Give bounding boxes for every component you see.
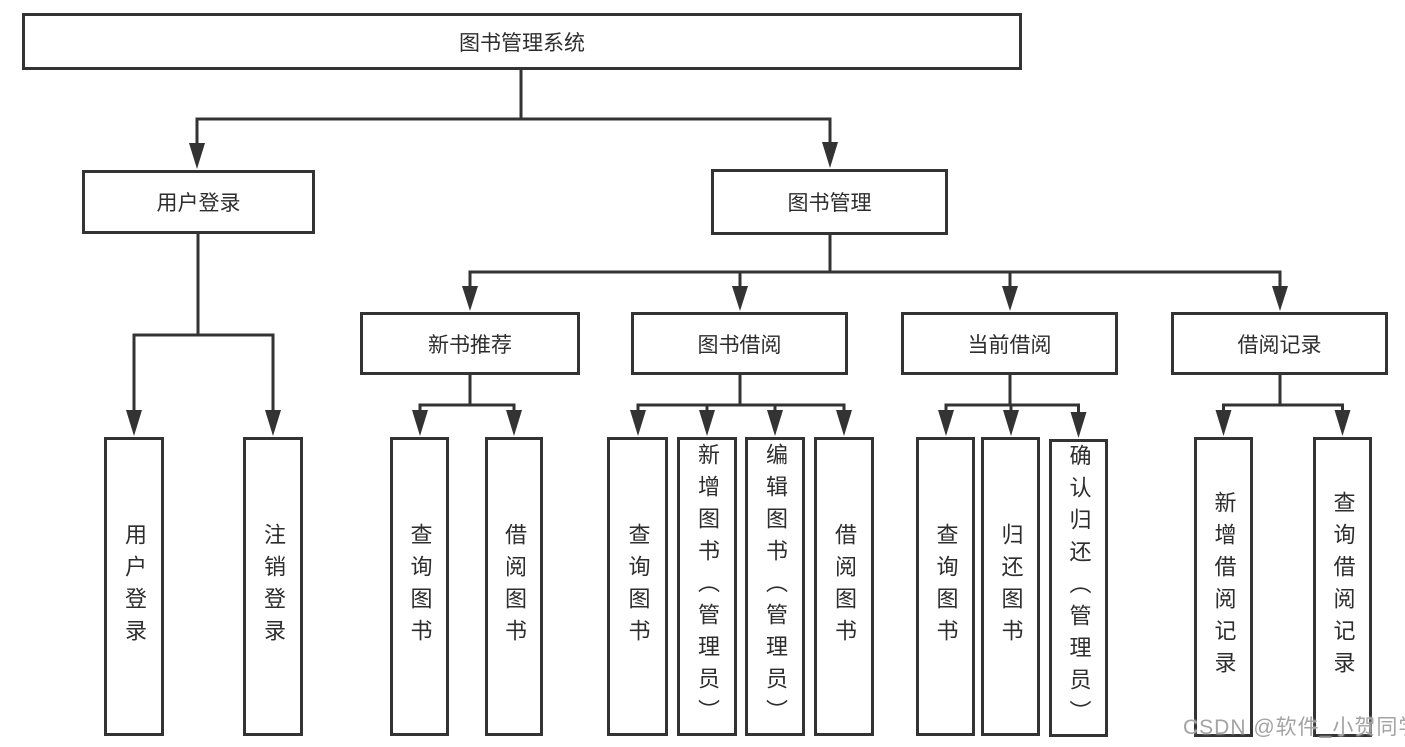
node-leaf-query-borrow-record: 查询借阅记录 <box>1313 437 1372 737</box>
node-leaf-edit-books-admin: 编辑图书（管理员） <box>745 437 805 736</box>
edge-mgmt-to-level3 <box>462 235 1288 311</box>
node-leaf-return-books: 归还图书 <box>981 437 1040 736</box>
csdn-watermark: CSDN @软件_小贺同学 <box>1183 716 1405 739</box>
node-leaf-user-login: 用户登录 <box>104 437 164 736</box>
node-leaf-logout: 注销登录 <box>243 437 303 736</box>
node-leaf-borrow-books: 借阅图书 <box>814 437 874 736</box>
node-new-book-recommend: 新书推荐 <box>360 312 580 375</box>
node-current-borrowing: 当前借阅 <box>901 312 1118 375</box>
edge-borrow-to-children <box>630 375 852 436</box>
node-leaf-add-borrow-record: 新增借阅记录 <box>1194 437 1253 737</box>
edge-root-to-level2 <box>189 70 838 169</box>
edge-records-to-children <box>1215 375 1351 436</box>
edge-newrec-to-children <box>412 375 522 436</box>
node-leaf-query-books-current: 查询图书 <box>916 437 975 736</box>
node-user-login: 用户登录 <box>82 170 315 234</box>
node-book-borrowing: 图书借阅 <box>631 312 848 375</box>
node-borrowing-records: 借阅记录 <box>1171 312 1388 375</box>
node-book-management: 图书管理 <box>711 169 948 235</box>
node-leaf-confirm-return-admin: 确认归还（管理员） <box>1049 439 1108 737</box>
edge-current-to-children <box>938 375 1087 438</box>
node-library-system: 图书管理系统 <box>22 13 1022 70</box>
node-leaf-add-books-admin: 新增图书（管理员） <box>677 437 737 736</box>
node-leaf-query-books-recommend: 查询图书 <box>390 437 449 736</box>
edge-login-to-children <box>126 234 281 436</box>
node-leaf-borrow-books-recommend: 借阅图书 <box>485 437 543 736</box>
node-leaf-query-books-borrow: 查询图书 <box>607 437 668 736</box>
